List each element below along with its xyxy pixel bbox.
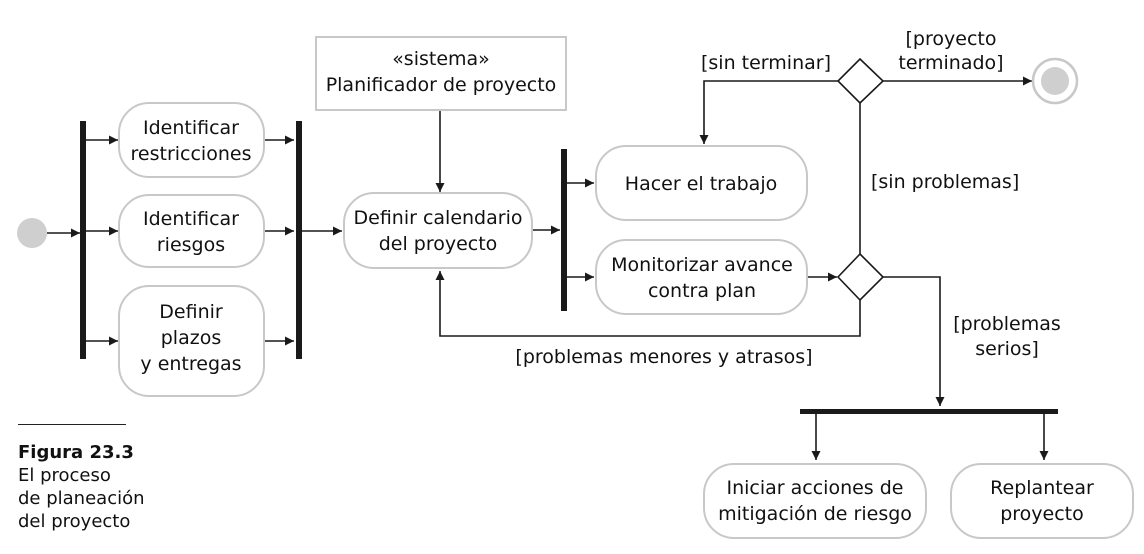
activity-replantear-line-1: Replantear xyxy=(990,477,1094,499)
sistema-box xyxy=(315,36,567,111)
sistema-stereotype: «sistema» xyxy=(392,48,490,70)
fork-bar-1 xyxy=(80,121,86,359)
caption-line-2: de planeación xyxy=(18,488,145,509)
activity-hacer-trabajo xyxy=(595,145,808,221)
activity-definir-plazos xyxy=(118,285,265,397)
guard-proyecto-terminado-line-1: [proyecto xyxy=(906,28,997,50)
guard-problemas-serios-line-1: [problemas xyxy=(953,313,1061,335)
guard-sin-problemas: [sin problemas] xyxy=(871,171,1019,193)
caption-rule xyxy=(18,424,126,425)
activity-monitorizar-line-1: Monitorizar avance xyxy=(611,254,793,276)
activity-identificar-riesgos xyxy=(118,194,265,268)
flow-decision-to-calendario xyxy=(435,271,861,337)
activity-hacer-trabajo-line-1: Hacer el trabajo xyxy=(625,173,777,195)
guard-problemas-menores: [problemas menores y atrasos] xyxy=(515,346,812,368)
sistema-name: Planificador de proyecto xyxy=(326,74,557,96)
caption-line-1: El proceso xyxy=(18,465,111,486)
activity-definir-plazos-line-3: y entregas xyxy=(140,353,241,375)
activity-iniciar-acciones-line-1: Iniciar acciones de xyxy=(726,477,903,499)
activity-definir-calendario-line-1: Definir calendario xyxy=(354,207,523,229)
decision-problemas xyxy=(836,252,885,302)
decision-terminado xyxy=(836,57,885,105)
guard-proyecto-terminado-line-2: terminado] xyxy=(898,52,1003,74)
caption-line-3: del proyecto xyxy=(18,511,131,532)
caption-label: Figura 23.3 xyxy=(18,442,134,463)
activity-iniciar-acciones-line-2: mitigación de riesgo xyxy=(718,503,912,525)
fork-bar-3 xyxy=(800,409,1058,414)
flow-sin-terminar xyxy=(699,80,838,144)
activity-definir-calendario xyxy=(343,192,533,269)
activity-identificar-riesgos-line-1: Identificar xyxy=(143,208,239,230)
guard-sin-terminar: [sin terminar] xyxy=(701,52,831,74)
activity-definir-calendario-line-2: del proyecto xyxy=(379,233,498,255)
flow-problemas-serios xyxy=(883,276,945,406)
activity-iniciar-acciones xyxy=(703,463,927,539)
activity-identificar-restricciones xyxy=(118,102,265,178)
final-node xyxy=(1031,57,1079,105)
activity-replantear-line-2: proyecto xyxy=(1000,503,1084,525)
initial-node xyxy=(17,218,47,248)
activity-monitorizar-line-2: contra plan xyxy=(648,280,756,302)
activity-replantear xyxy=(950,463,1134,539)
connectors xyxy=(47,76,1049,460)
figure-caption: Figura 23.3 El proceso de planeación del… xyxy=(18,424,158,533)
activity-monitorizar xyxy=(595,239,808,315)
guard-problemas-serios-line-2: serios] xyxy=(975,338,1039,360)
fork-bar-2 xyxy=(561,149,567,311)
activity-identificar-restricciones-line-2: restricciones xyxy=(131,143,252,165)
activity-identificar-restricciones-line-1: Identificar xyxy=(143,117,239,139)
activity-identificar-riesgos-line-2: riesgos xyxy=(157,234,225,256)
activity-definir-plazos-line-1: Definir xyxy=(159,301,223,323)
activity-definir-plazos-line-2: plazos xyxy=(161,327,221,349)
join-bar-1 xyxy=(296,121,302,359)
